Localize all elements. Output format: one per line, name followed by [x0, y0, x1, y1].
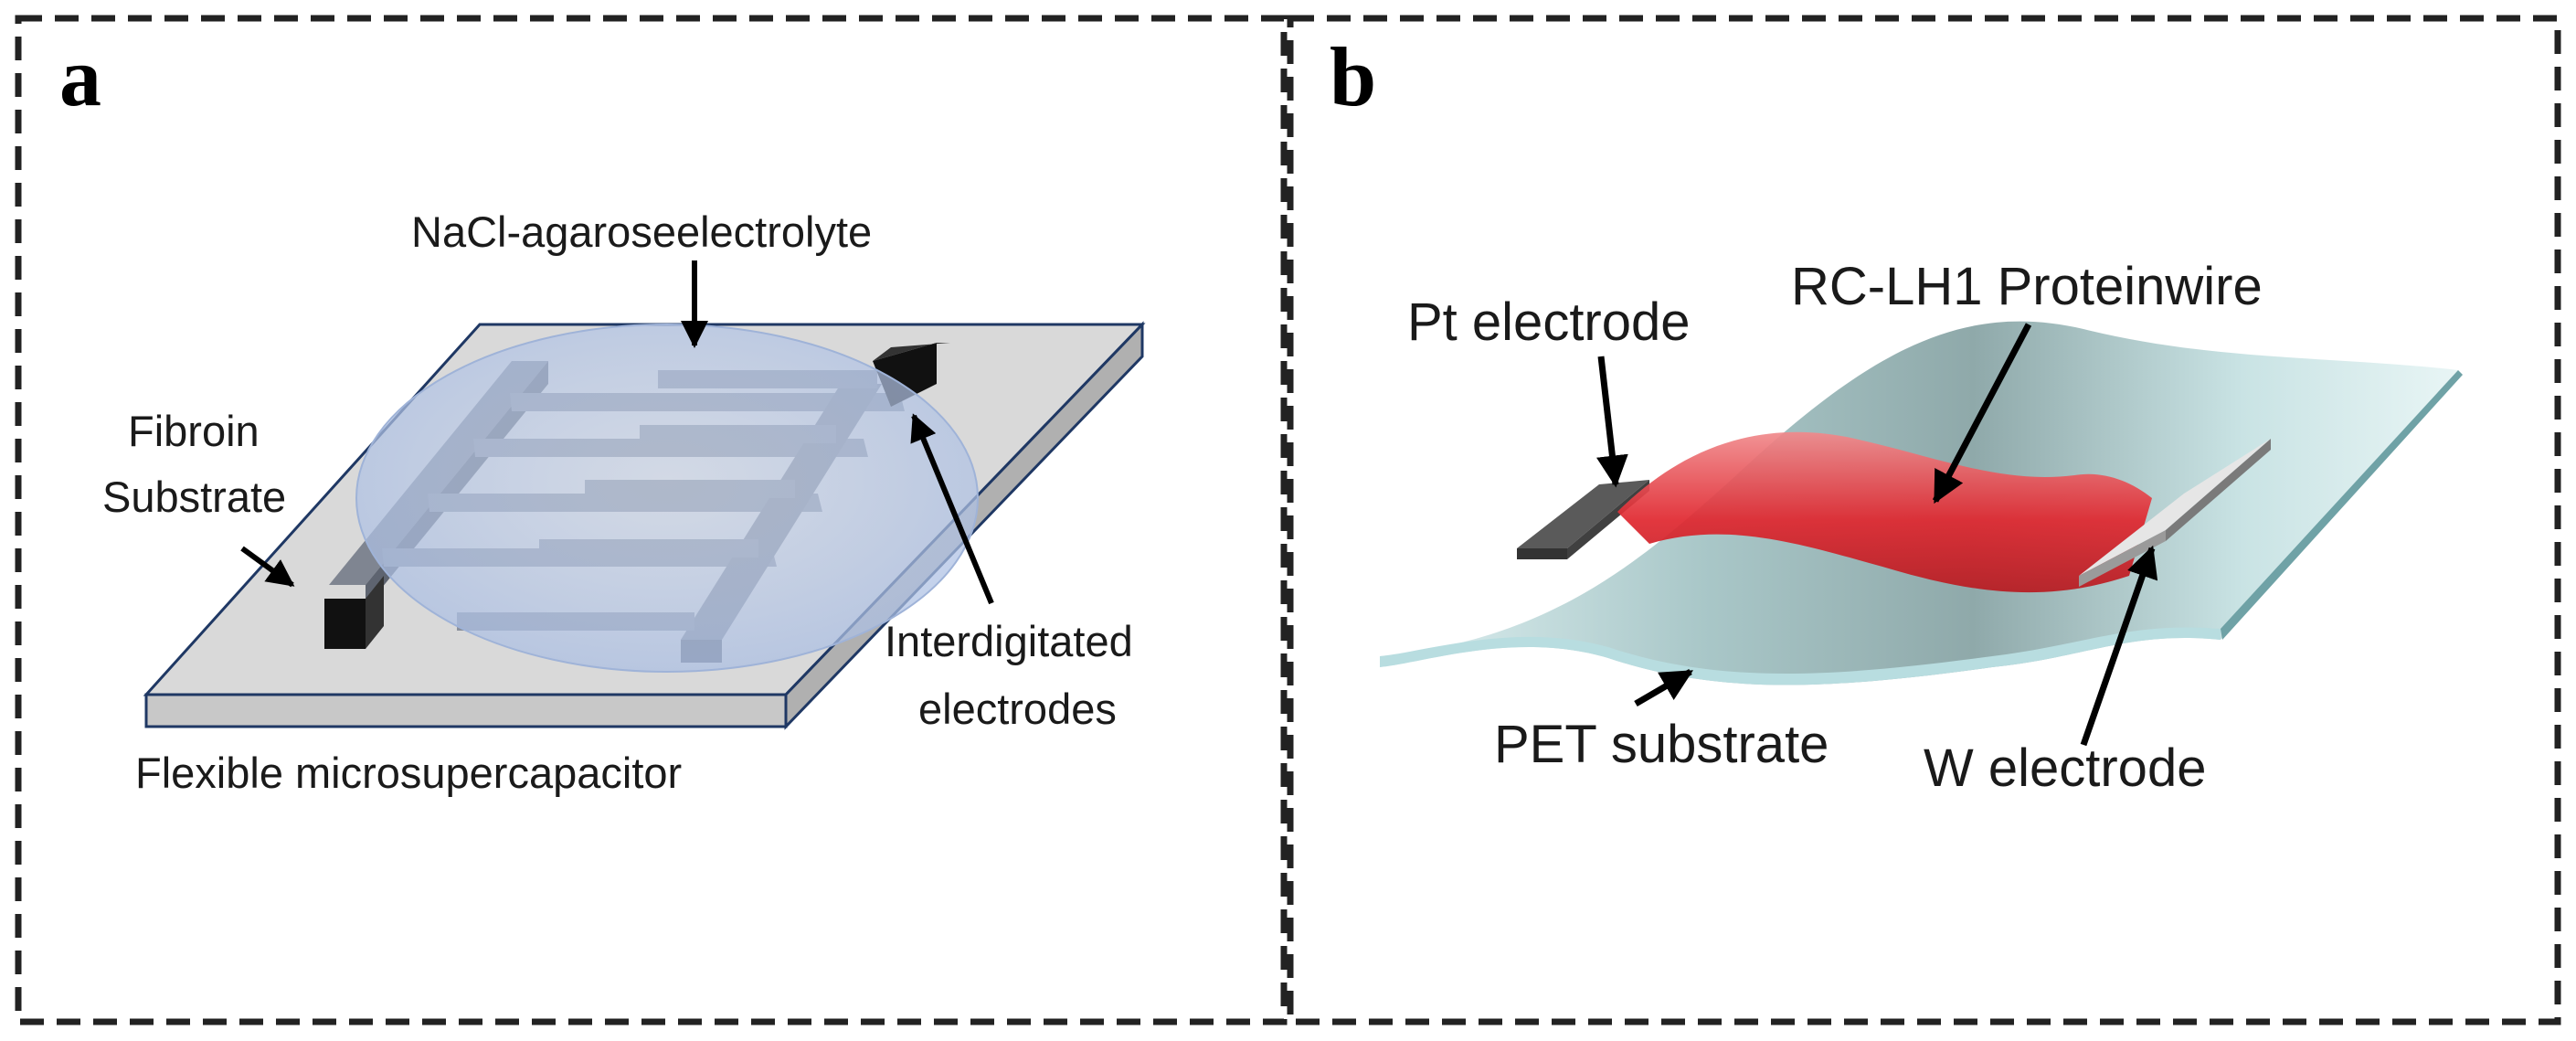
electrolyte-gel: [355, 324, 979, 673]
interdigitated-label-line1: Interdigitated: [885, 617, 1133, 665]
w-electrode-arrow: [2080, 545, 2158, 747]
protein-wire-label: RC-LH1 Proteinwire: [1791, 257, 2263, 316]
fibroin-label-line2: Substrate: [102, 473, 286, 521]
panel-b-letter: b: [1330, 30, 1376, 123]
panel-b-border: [1287, 15, 2561, 1025]
fibroin-arrow: [240, 546, 295, 588]
pet-substrate-label: PET substrate: [1494, 715, 1829, 774]
panel-a-letter: a: [59, 30, 101, 123]
w-electrode-label: W electrode: [1924, 738, 2206, 798]
pt-electrode-arrow: [1596, 356, 1628, 488]
protein-wire: [1617, 431, 2152, 593]
pt-electrode-label: Pt electrode: [1407, 292, 1691, 352]
fibroin-label-line1: Fibroin: [128, 407, 260, 455]
electrolyte-label: NaCl-agaroseelectrolyte: [411, 207, 872, 256]
w-electrode: [2079, 439, 2271, 587]
pet-substrate-arrow: [1634, 668, 1694, 707]
interdigitated-arrow: [910, 413, 994, 605]
panel-a-border: [15, 15, 1288, 1025]
panel-a-caption: Flexible microsupercapacitor: [135, 749, 682, 797]
pt-electrode: [1517, 480, 1649, 559]
interdigitated-label-line2: electrodes: [918, 685, 1117, 733]
protein-wire-arrow: [1932, 323, 2032, 505]
